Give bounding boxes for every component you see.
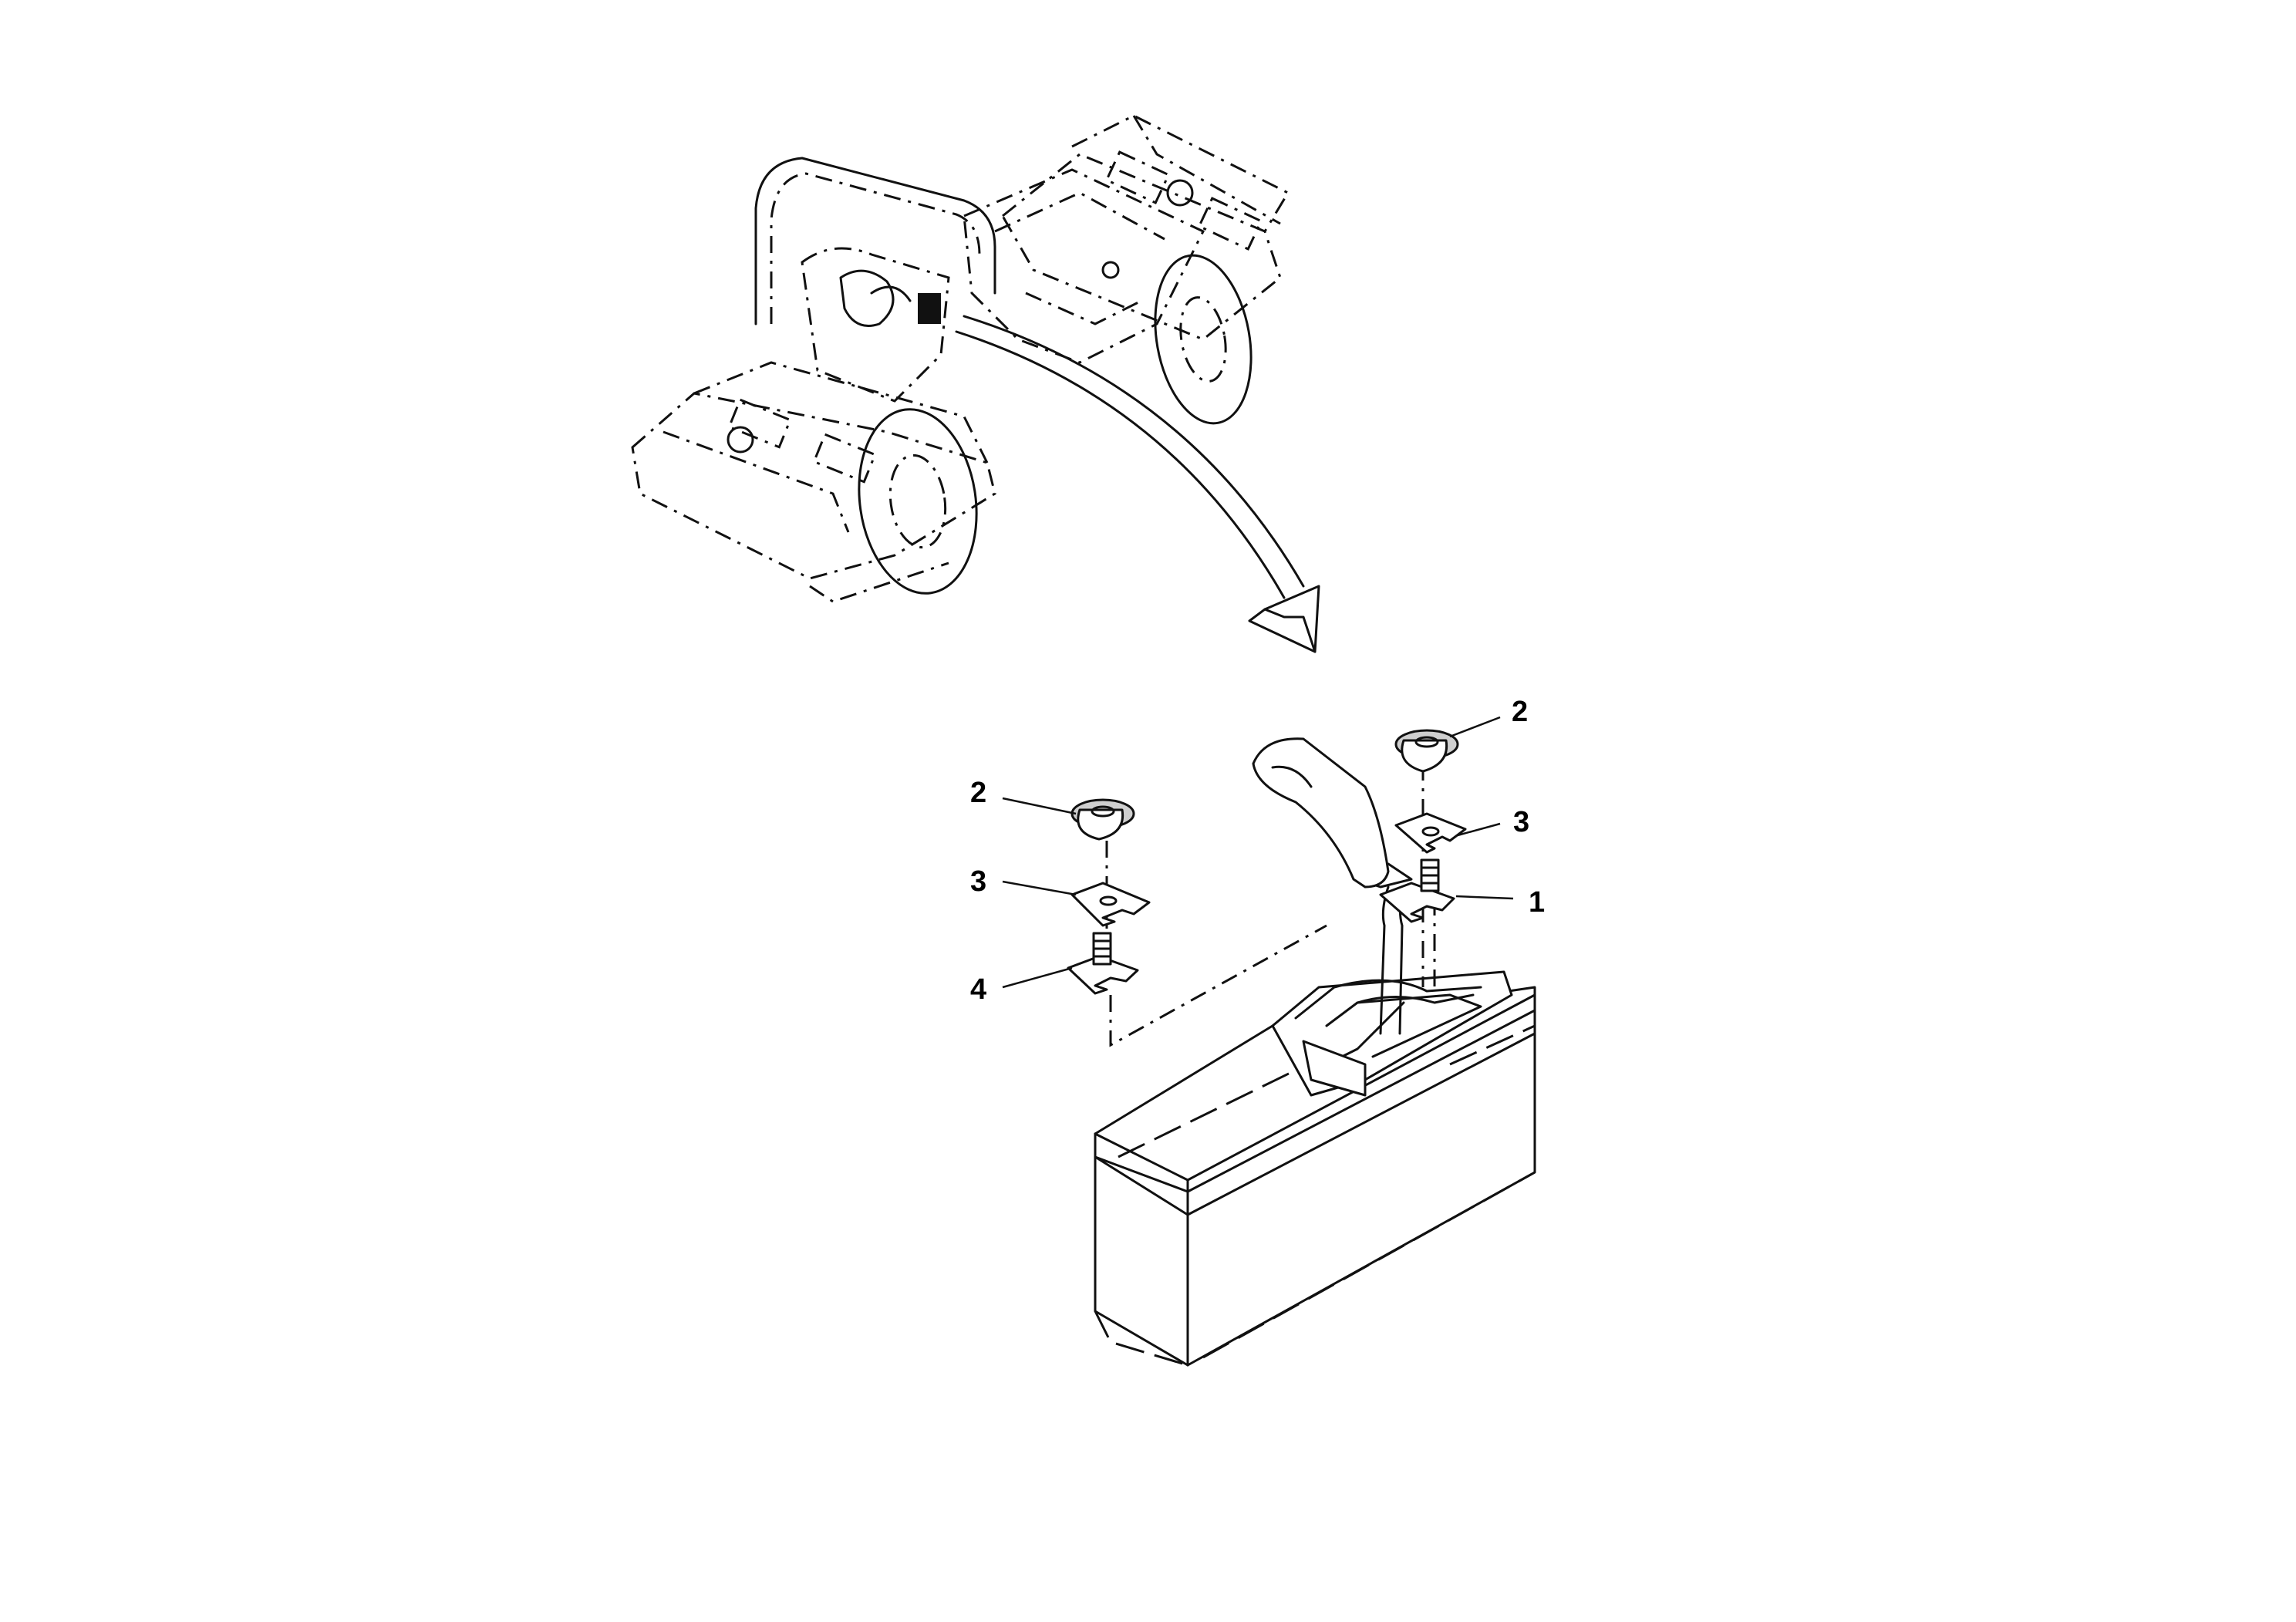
stud-bracket-icon (1067, 932, 1139, 995)
clamp-plate-icon (1394, 812, 1467, 854)
leader-right-2 (1449, 716, 1501, 738)
callout-left-4: 4 (970, 973, 986, 1006)
assembly-line-left (1109, 924, 1327, 1047)
leader-left-4 (1002, 966, 1073, 989)
roller-machine-icon (631, 114, 1290, 603)
shift-lever-icon (1252, 737, 1413, 1035)
control-box-icon (1094, 970, 1536, 1367)
stud-bracket-icon (1379, 858, 1455, 923)
callout-left-3: 3 (970, 865, 986, 898)
callout-right-3: 3 (1513, 806, 1529, 838)
callout-right-2: 2 (1512, 696, 1528, 728)
clamp-plate-icon (1070, 882, 1151, 927)
detail-arrow-icon (955, 315, 1320, 653)
callout-left-2: 2 (970, 777, 986, 809)
wing-nut-icon (1394, 729, 1459, 773)
leader-right-3 (1457, 822, 1501, 837)
leader-right-1 (1455, 895, 1514, 900)
callout-right-1: 1 (1529, 886, 1545, 919)
leader-left-2 (1002, 797, 1077, 815)
leader-left-3 (1002, 880, 1077, 896)
wing-nut-icon (1070, 798, 1135, 841)
